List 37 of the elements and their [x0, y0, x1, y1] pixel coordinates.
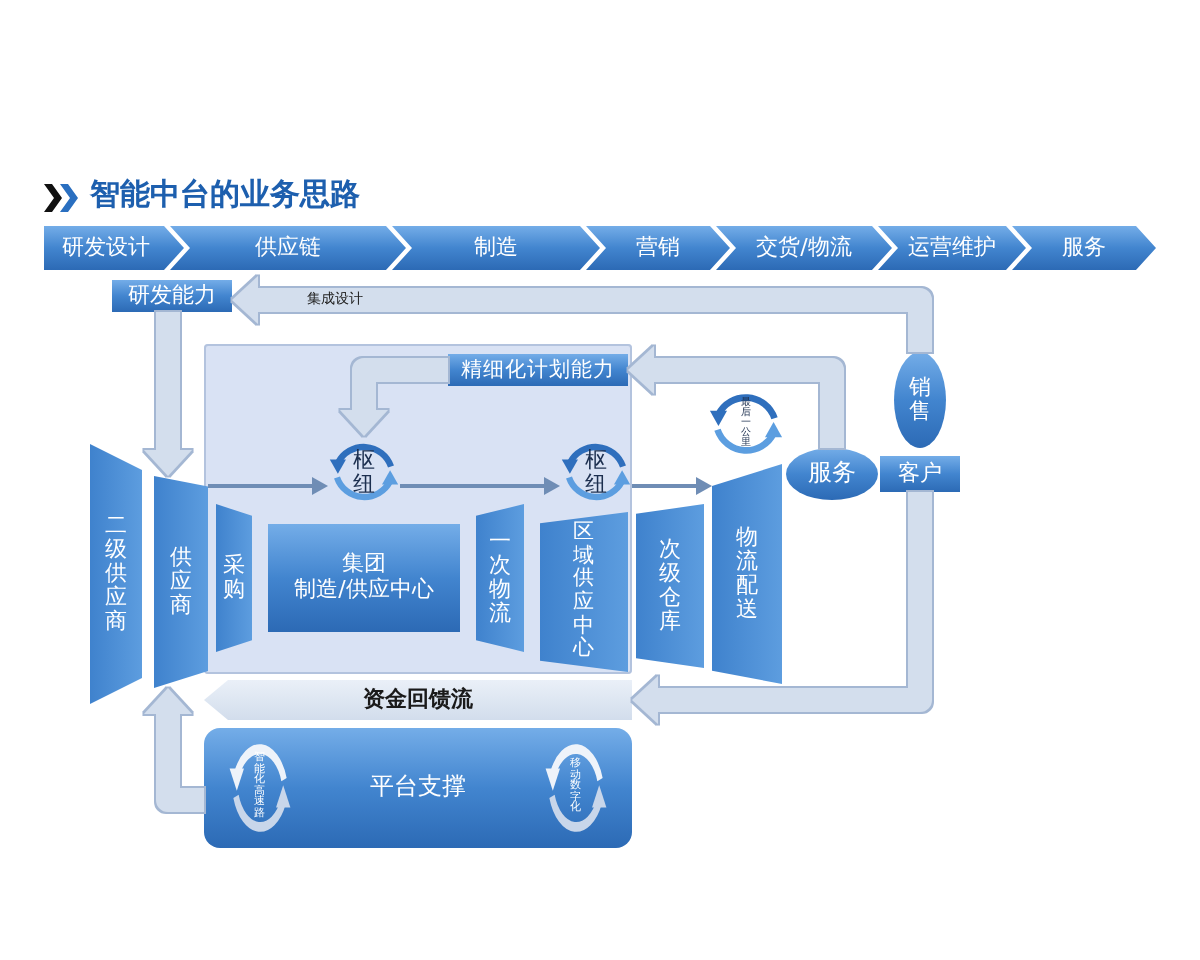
block-arrow [144, 688, 204, 812]
chevron-step: 研发设计 [44, 226, 184, 270]
box-heading: 集团 [342, 552, 386, 577]
platform-panel [204, 728, 632, 848]
box-text: 制造/供应中心 [294, 578, 434, 604]
arrow [208, 477, 328, 495]
trapezoid-block: 采购 [216, 504, 252, 652]
arrow-banner: 资金回馈流 [204, 680, 632, 720]
background-panel [204, 344, 632, 674]
trapezoid-block: 次级仓库 [636, 504, 704, 668]
trapezoid-block: 二级供应商 [90, 444, 142, 704]
block-arrow [632, 492, 932, 724]
chevron-step: 交货/物流 [716, 226, 892, 270]
chevron-step: 营销 [586, 226, 730, 270]
trapezoid-block: 供应商 [154, 476, 208, 688]
chevron-step: 运营维护 [878, 226, 1026, 270]
block-arrow [144, 312, 192, 476]
process-box [268, 524, 460, 632]
title: 智能中台的业务思路 [90, 176, 360, 214]
block-arrow [340, 358, 448, 436]
arrow [400, 477, 560, 495]
chevron-step: 服务 [1012, 226, 1156, 270]
oval-node: 服务 [786, 448, 878, 500]
arrow [632, 477, 712, 495]
hub-label: 枢纽 [583, 448, 609, 496]
platform-label: 平台支撑 [370, 774, 466, 802]
hub-label: 枢纽 [351, 448, 377, 496]
chevron-step: 制造 [392, 226, 600, 270]
trapezoid-block: 一次物流 [476, 504, 524, 652]
process-box: 精细化计划能力 [448, 354, 628, 386]
chevron-step: 供应链 [170, 226, 406, 270]
process-box: 客户 [880, 456, 960, 492]
process-box: 研发能力 [112, 280, 232, 312]
block-arrow [232, 276, 932, 352]
oval-node: 销售 [894, 352, 946, 448]
trapezoid-block: 物流配送 [712, 464, 782, 684]
trapezoid-block: 区域供应中心 [540, 512, 628, 672]
